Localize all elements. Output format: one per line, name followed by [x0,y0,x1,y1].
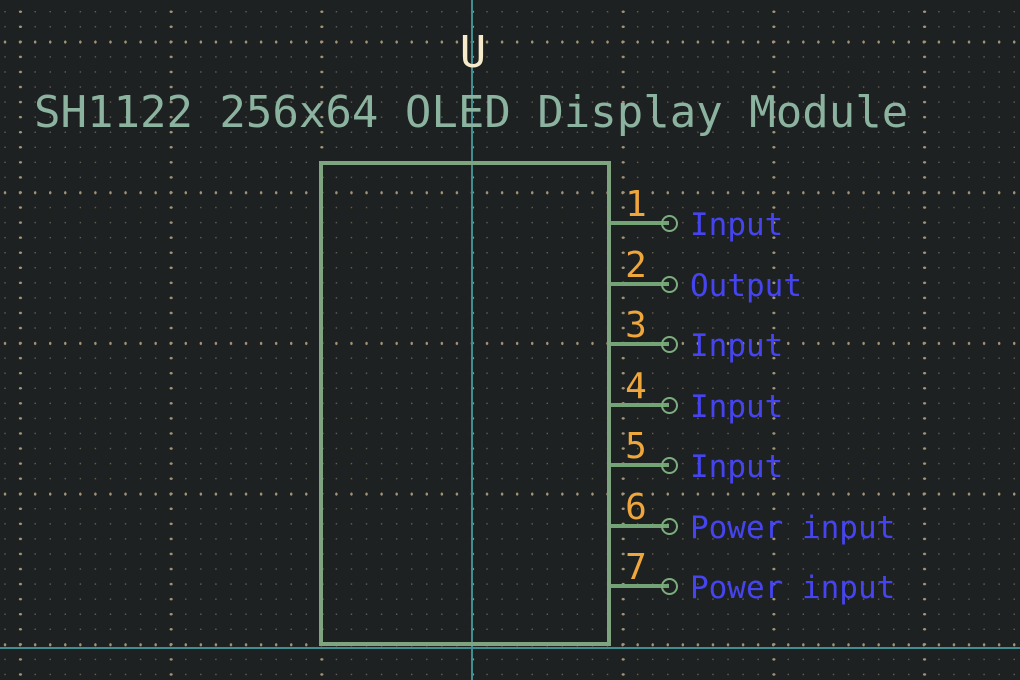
pin-electrical-type-label: Output [690,268,802,304]
pin-number-label: 1 [625,184,647,225]
pin-line [611,524,669,528]
reference-designator[interactable]: U [459,27,487,78]
pin-endpoint-circle-icon [660,275,678,293]
pin-number-label: 5 [625,426,647,467]
origin-crosshair-vertical [471,0,473,680]
pin-line [611,403,669,407]
pin-electrical-type-label: Power input [690,510,896,546]
symbol-value-text[interactable]: SH1122 256x64 OLED Display Module [34,87,909,138]
pin-line [611,584,669,588]
pin-endpoint-circle-icon [660,396,678,414]
origin-crosshair-horizontal [0,646,1020,649]
pin-endpoint-circle-icon [660,456,678,474]
pin-line [611,463,669,467]
pin-electrical-type-label: Input [690,207,784,243]
pin-electrical-type-label: Power input [690,570,896,606]
symbol-body-outline[interactable] [319,161,611,646]
pin-line [611,342,669,346]
pin-number-label: 2 [625,245,647,286]
pin-line [611,221,669,225]
pin-number-label: 7 [625,547,647,588]
pin-endpoint-circle-icon [660,517,678,535]
pin-number-label: 3 [625,305,647,346]
pin-endpoint-circle-icon [660,214,678,232]
pin-line [611,282,669,286]
pin-electrical-type-label: Input [690,389,784,425]
pin-electrical-type-label: Input [690,449,784,485]
pin-number-label: 6 [625,487,647,528]
pin-endpoint-circle-icon [660,577,678,595]
pin-electrical-type-label: Input [690,328,784,364]
pin-endpoint-circle-icon [660,335,678,353]
pin-number-label: 4 [625,366,647,407]
